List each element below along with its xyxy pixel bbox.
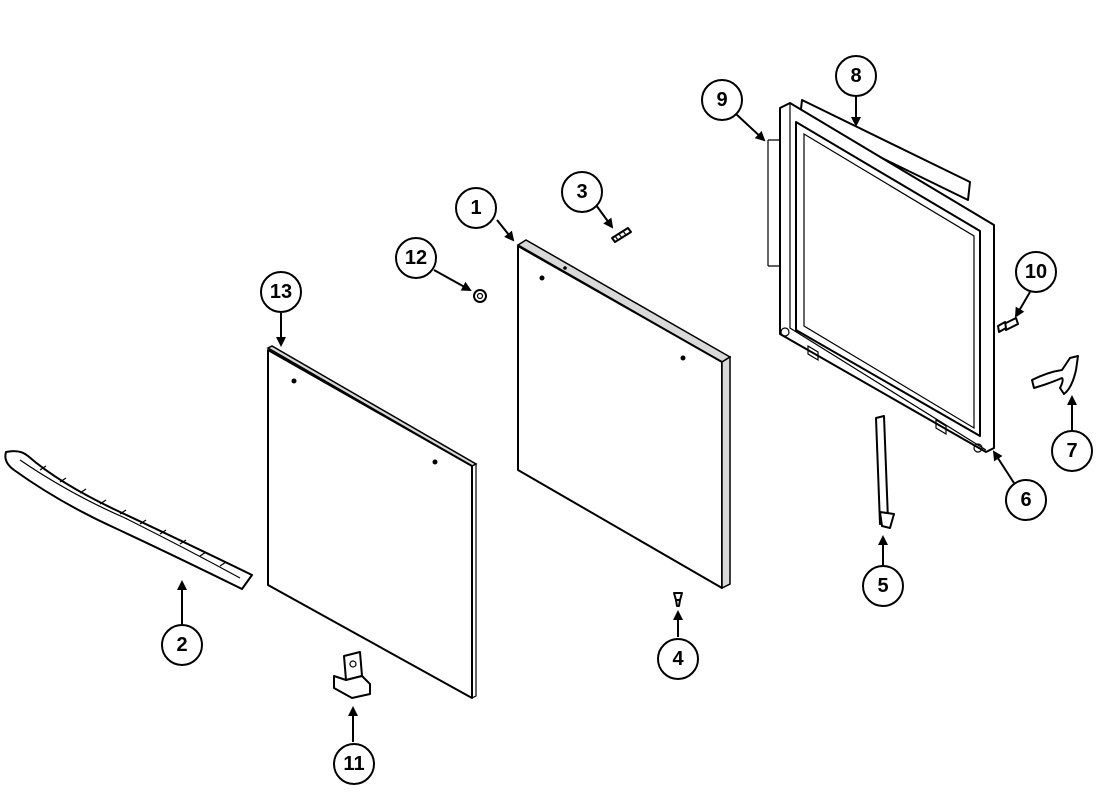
callout-11-label: 11 (343, 753, 364, 775)
callout-13-label: 13 (270, 281, 292, 303)
callout-2-label: 2 (176, 634, 187, 656)
hinge-clip-part (333, 651, 371, 699)
callout-5: 5 (862, 565, 904, 607)
inner-door-panel-part (516, 239, 732, 590)
callout-7-label: 7 (1066, 440, 1077, 462)
callout-4: 4 (657, 638, 699, 680)
callout-4-label: 4 (672, 648, 684, 670)
callout-7: 7 (1051, 430, 1093, 472)
callout-1-label: 1 (470, 197, 481, 219)
callout-10: 10 (1015, 251, 1057, 293)
callout-3: 3 (561, 171, 603, 213)
hinge-lever-part (1031, 355, 1079, 395)
screw-right-part (997, 317, 1019, 333)
door-frame-part (779, 102, 995, 453)
callout-1: 1 (455, 187, 497, 229)
leader-lines (177, 96, 1077, 742)
screw-bottom-part (673, 592, 683, 607)
callout-6: 6 (1005, 479, 1047, 521)
callout-8-label: 8 (850, 65, 861, 87)
gasket-strip-part (767, 139, 780, 267)
outer-door-panel-part (266, 345, 478, 699)
callout-12-label: 12 (405, 247, 427, 269)
callout-10-label: 10 (1025, 261, 1047, 283)
callout-5-label: 5 (877, 575, 888, 597)
callout-8: 8 (835, 55, 877, 97)
callout-3-label: 3 (576, 181, 587, 203)
screw-part (611, 227, 632, 243)
callout-12: 12 (395, 237, 437, 279)
callout-6-label: 6 (1020, 489, 1031, 511)
vent-strip-part (875, 415, 895, 529)
callout-11: 11 (333, 743, 375, 785)
callout-9: 9 (701, 79, 743, 121)
nut-part (473, 289, 487, 303)
callout-9-label: 9 (716, 89, 727, 111)
callout-13: 13 (260, 271, 302, 313)
door-handle-part (4, 450, 253, 590)
callout-2: 2 (161, 624, 203, 666)
